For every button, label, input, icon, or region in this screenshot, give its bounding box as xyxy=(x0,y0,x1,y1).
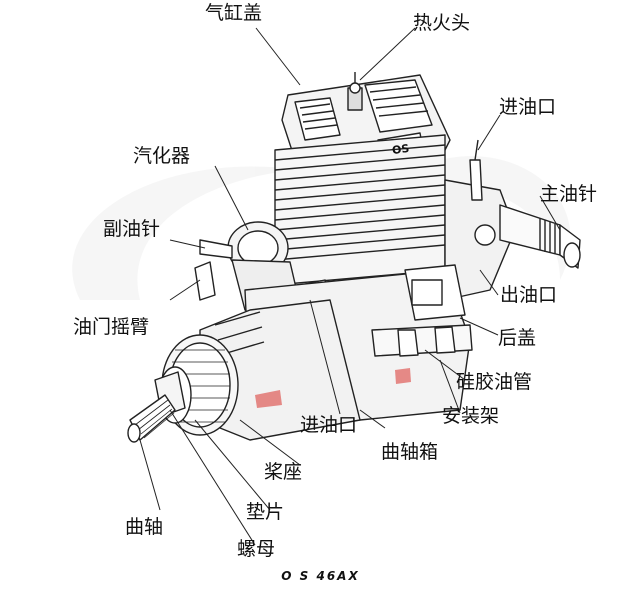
label-back-cover: 后盖 xyxy=(498,327,537,349)
accent-marks xyxy=(255,368,411,408)
cylinder-fins xyxy=(274,134,446,286)
right-housing xyxy=(444,179,516,301)
label-carburetor: 汽化器 xyxy=(133,145,191,167)
label-glow-plug: 热火头 xyxy=(413,12,471,34)
fuel-inlet-pipe xyxy=(469,139,483,201)
crankshaft xyxy=(127,394,176,443)
engine-badge: OS xyxy=(391,141,411,158)
label-silicone-tube: 硅胶油管 xyxy=(456,371,533,393)
label-sub-needle: 副油针 xyxy=(103,218,161,240)
glow-plug xyxy=(347,72,363,111)
label-washer: 垫片 xyxy=(246,501,285,523)
label-fuel-outlet-top: 进油口 xyxy=(499,96,557,118)
leader-lines xyxy=(139,27,561,546)
mount-blocks xyxy=(371,324,473,357)
diagram-caption: O S 46AX xyxy=(281,569,360,583)
label-main-needle: 主油针 xyxy=(540,183,598,205)
main-needle-valve xyxy=(499,204,581,269)
label-nut: 螺母 xyxy=(237,538,276,560)
label-prop-hub: 桨座 xyxy=(264,461,303,483)
label-mount: 安装架 xyxy=(442,405,500,427)
label-cylinder-head: 气缸盖 xyxy=(205,2,263,24)
label-fuel-exit: 出油口 xyxy=(500,284,558,306)
label-fuel-inlet-bottom: 进油口 xyxy=(300,414,358,436)
label-throttle-arm: 油门摇臂 xyxy=(73,316,150,338)
label-crankcase: 曲轴箱 xyxy=(381,441,439,463)
label-crankshaft: 曲轴 xyxy=(125,516,164,538)
back-cover xyxy=(404,264,466,321)
